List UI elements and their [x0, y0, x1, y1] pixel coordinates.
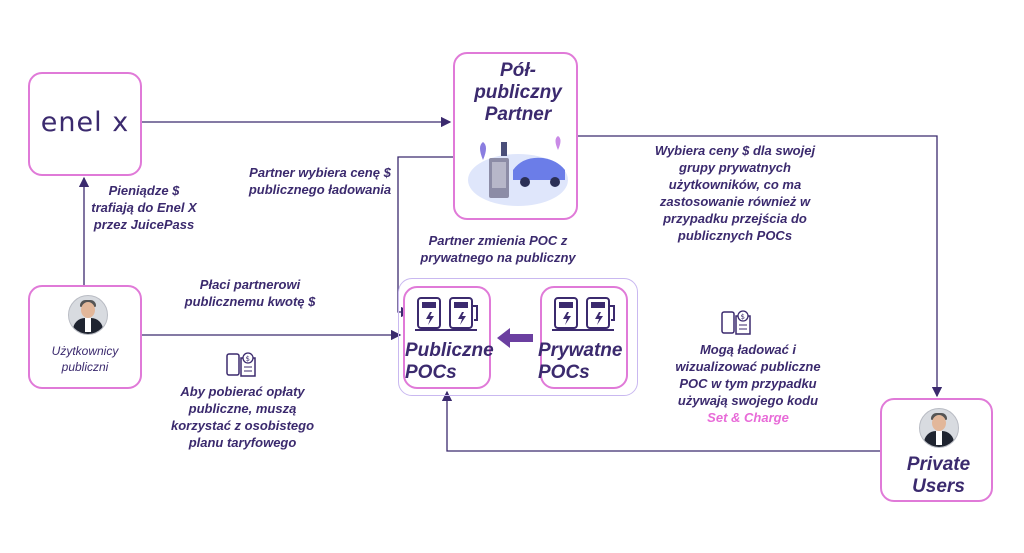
phone-receipt-icon: $ — [226, 352, 256, 377]
private-pocs-box: Prywatne POCs — [538, 286, 628, 389]
public-users-label: Użytkownicy publiczni — [51, 344, 119, 374]
note-partner-price: Partner wybiera cenę $ publicznego ładow… — [248, 165, 392, 197]
public-pocs-box: Publiczne POCs — [403, 286, 494, 389]
ev-charging-illustration — [468, 136, 568, 206]
private-users-box: Private Users — [880, 398, 993, 502]
phone-receipt-icon: $ — [721, 310, 751, 335]
svg-text:$: $ — [246, 355, 250, 363]
arrow-private-to-public-icon — [497, 328, 533, 348]
enel-x-logo: enel x — [40, 107, 130, 138]
enel-x-box: enel x — [28, 72, 142, 176]
arrow-private-users-to-public-pocs — [441, 390, 880, 452]
note-partner-switch: Partner zmienia POC z prywatnego na publ… — [420, 233, 576, 265]
public-user-avatar — [68, 295, 108, 335]
arrow-partner-to-private-users — [578, 135, 943, 398]
charger-icon — [552, 297, 615, 331]
public-users-box: Użytkownicy publiczni — [28, 285, 142, 389]
private-users-label: Private Users — [906, 454, 971, 497]
semi-public-partner-box: Pół-publiczny Partner — [453, 52, 578, 220]
note-pays-partner: Płaci partnerowi publicznemu kwotę $ — [184, 277, 316, 309]
partner-title: Pół-publiczny Partner — [474, 60, 562, 125]
note-public-fee: Aby pobierać opłaty publiczne, muszą kor… — [170, 384, 315, 450]
note-set-charge: Mogą ładować i wizualizować publiczne PO… — [668, 341, 828, 426]
private-user-avatar — [919, 408, 959, 448]
private-pocs-label: Prywatne POCs — [538, 340, 623, 383]
note-private-price: Wybiera ceny $ dla swojej grupy prywatny… — [654, 143, 816, 243]
note-money-flow: Pieniądze $ trafiają do Enel X przez Jui… — [91, 183, 197, 232]
set-charge-highlight: Set & Charge — [707, 410, 789, 425]
poc-group-container — [398, 278, 638, 396]
public-pocs-label: Publiczne POCs — [405, 340, 494, 383]
charger-icon — [415, 297, 478, 331]
svg-text:$: $ — [741, 313, 745, 321]
note-set-charge-text: Mogą ładować i wizualizować publiczne PO… — [675, 342, 821, 408]
